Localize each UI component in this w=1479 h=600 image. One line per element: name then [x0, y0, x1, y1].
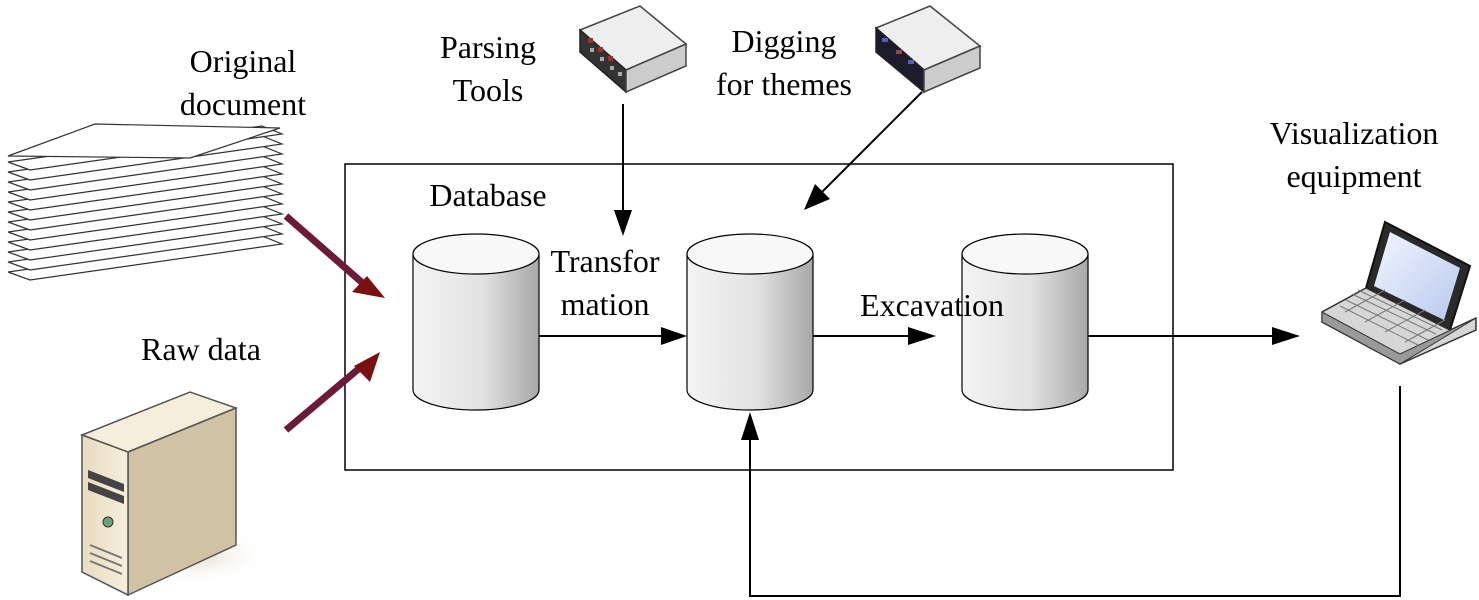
- parser-device-icon: [578, 5, 688, 94]
- parsing-tools-arrow: [614, 104, 632, 236]
- original-document-label: Original document: [170, 40, 316, 126]
- paper-stack-icon: [7, 123, 285, 281]
- transformation-label-line1: Transfor: [550, 243, 660, 279]
- database-container: [344, 163, 1174, 471]
- database-label: Database: [429, 177, 547, 213]
- raw-data-label: Raw data: [141, 331, 261, 367]
- laptop-icon: [1321, 220, 1477, 365]
- raw-data-input-arrow: [283, 352, 380, 433]
- transformation-label-line2: mation: [560, 286, 650, 322]
- database-cylinder-result: [961, 233, 1089, 411]
- visualization-arrow: [1088, 327, 1300, 345]
- excavation-label: Excavation: [860, 287, 1004, 323]
- original-document-label-line2: document: [179, 86, 307, 122]
- transformation-arrow: [539, 327, 687, 345]
- document-input-arrow: [283, 213, 385, 298]
- database-cylinder-source: [412, 233, 540, 411]
- parsing-tools-label: Parsing Tools: [424, 26, 552, 112]
- transformation-label: Transfor mation: [540, 240, 670, 326]
- digging-themes-arrow: [804, 91, 923, 210]
- feedback-loop-arrow: [741, 386, 1401, 597]
- server-tower-icon: [79, 391, 270, 597]
- original-document-label-line1: Original: [189, 43, 297, 79]
- digging-for-themes-label: Digging for themes: [700, 20, 868, 106]
- excavation-arrow: [813, 327, 936, 345]
- parsing-tools-label-line2: Tools: [452, 72, 524, 108]
- parsing-tools-label-line1: Parsing: [440, 29, 536, 65]
- digging-for-themes-label-line2: for themes: [716, 66, 852, 102]
- digging-for-themes-label-line1: Digging: [731, 23, 837, 59]
- visualization-equipment-label-line2: equipment: [1286, 158, 1422, 194]
- visualization-equipment-label: Visualization equipment: [1250, 112, 1458, 198]
- visualization-equipment-label-line1: Visualization: [1269, 115, 1439, 151]
- database-cylinder-transformed: [686, 233, 814, 411]
- theme-device-icon: [874, 5, 982, 94]
